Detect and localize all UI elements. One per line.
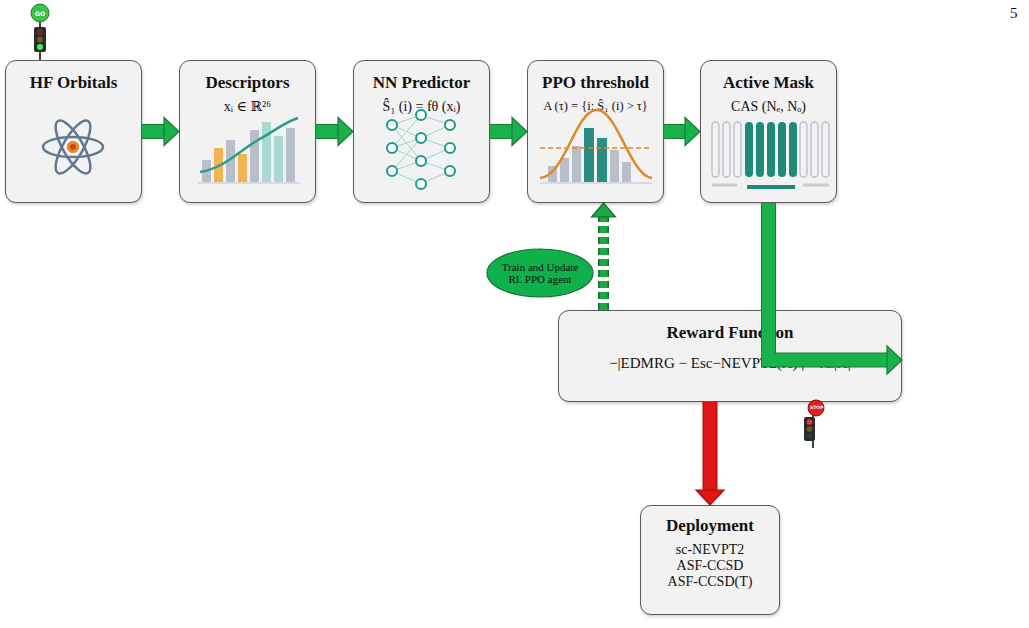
flow-arrow (490, 118, 527, 146)
process-box: Descriptors xᵢ ∈ ℝ²⁶ (179, 60, 316, 203)
flow-arrow (316, 118, 353, 146)
arrow-shaft (316, 125, 339, 138)
node-title: Descriptors (205, 73, 289, 93)
arrow-shaft (142, 125, 165, 138)
process-box: PPO threshold A (τ) = {i: Ŝ₁ (i) > τ} (527, 60, 664, 203)
flow-arrow (592, 203, 616, 310)
node-body: −|EDMRG − Esc−NEVPT2(A) | − λₙ|A| (609, 355, 851, 372)
arrow-shaft-outline (490, 124, 513, 139)
node-body: A (τ) = {i: Ŝ₁ (i) > τ} (543, 99, 648, 113)
page-number: 5 (1010, 5, 1018, 22)
process-box: Active MaskCAS (Nₑ, Nₒ) (700, 60, 837, 203)
node-title: Active Mask (723, 73, 814, 93)
node-body: xᵢ ∈ ℝ²⁶ (224, 99, 271, 115)
node-title: HF Orbitals (30, 73, 118, 93)
stop-traffic-light (804, 400, 824, 448)
arrow-head (592, 203, 616, 217)
node-title: Train and Update RL PPO agent (500, 261, 580, 285)
node-body: ASF-CCSD (677, 558, 744, 574)
node-body: Ŝ₁ (i) = fθ (xᵢ) (383, 99, 461, 115)
arrow-head (338, 118, 353, 146)
arrow-shaft (600, 216, 608, 310)
flow-arrow (664, 118, 700, 146)
arrow-shaft (664, 125, 686, 138)
node-title: Deployment (666, 516, 754, 536)
arrow-shaft-outline (142, 124, 165, 139)
arrow-head (685, 118, 700, 146)
reward-box: Reward Function −|EDMRG − Esc−NEVPT2(A) |… (558, 310, 902, 402)
ellipse-shape (487, 249, 593, 297)
arrow-shaft-outline (703, 402, 718, 491)
arrow-shaft (490, 125, 513, 138)
arrow-head (512, 118, 527, 146)
arrow-shaft-outline (664, 124, 686, 139)
node-body: CAS (Nₑ, Nₒ) (731, 99, 806, 115)
go-traffic-light (31, 4, 49, 60)
node-title: PPO threshold (542, 73, 649, 93)
node-body: sc-NEVPT2 (676, 542, 744, 558)
deployment-box: Deployment sc-NEVPT2ASF-CCSDASF-CCSD(T) (640, 505, 780, 615)
node-title: NN Predictor (373, 73, 470, 93)
sign-text: GO (35, 10, 45, 17)
node-body: ASF-CCSD(T) (668, 574, 753, 590)
process-box: HF Orbitals (5, 60, 142, 203)
arrow-head (696, 490, 724, 505)
arrow-shaft-outline (316, 124, 339, 139)
process-box: NN Predictor Ŝ₁ (i) = fθ (xᵢ) (353, 60, 490, 203)
arrow-shaft (704, 402, 717, 491)
arrow-head (164, 118, 179, 146)
sign-text: STOP (810, 405, 823, 410)
arrow-shaft-outline (598, 216, 609, 310)
node-title: Reward Function (666, 323, 793, 343)
flow-arrow (142, 118, 179, 146)
flow-arrow (696, 402, 724, 505)
agent-ellipse: Train and Update RL PPO agent (486, 248, 594, 298)
